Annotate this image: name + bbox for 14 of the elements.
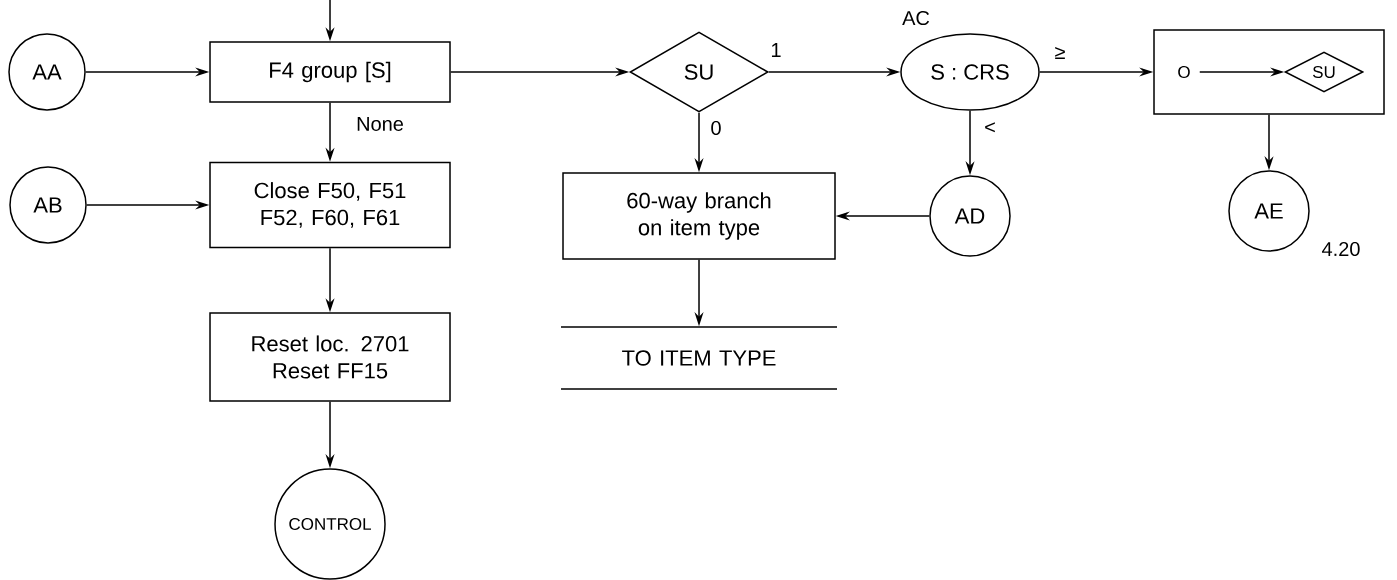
node-caption: 4.20 <box>1322 241 1360 257</box>
edge-label: 0 <box>709 119 723 137</box>
edge-label: None <box>355 116 405 132</box>
edge-label: 1 <box>769 42 783 58</box>
process-box: 60-way branch on item type <box>562 172 836 260</box>
process-box: Close F50, F51 F52, F60, F61 <box>209 161 451 249</box>
process-box: Reset loc. 2701 Reset FF15 <box>209 312 451 402</box>
edge-label: < <box>983 121 997 135</box>
value-text: O <box>1178 66 1190 78</box>
edge-label: ≥ <box>1053 46 1067 60</box>
terminal-band: TO ITEM TYPE <box>560 326 838 390</box>
node-caption: AC <box>902 10 930 26</box>
process-box <box>1153 29 1385 115</box>
process-box: F4 group [S] <box>209 41 451 103</box>
